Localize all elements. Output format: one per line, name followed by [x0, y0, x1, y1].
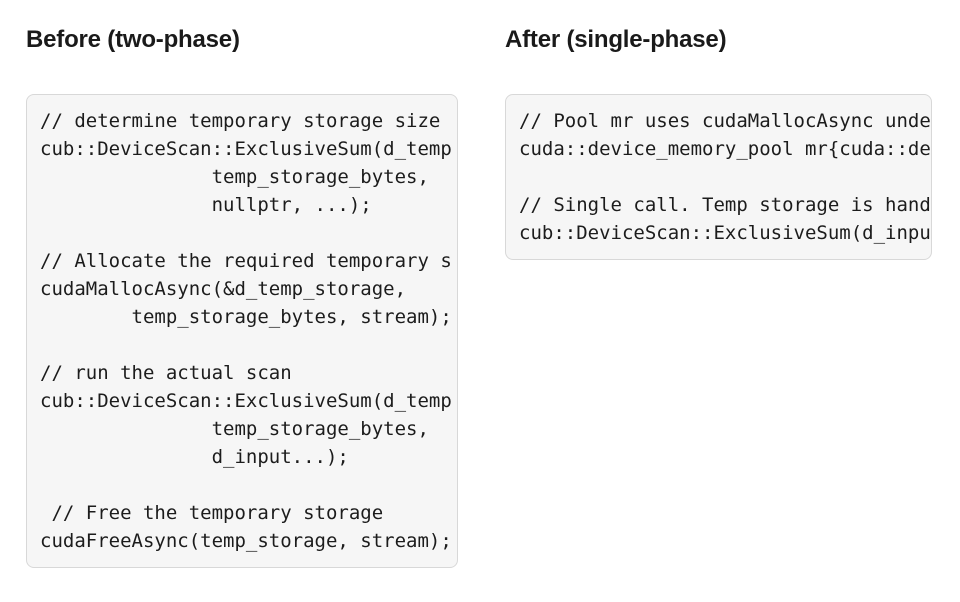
before-code-block: // determine temporary storage size cub:…: [26, 94, 458, 568]
code-comparison: Before (two-phase) // determine temporar…: [26, 26, 960, 568]
before-heading: Before (two-phase): [26, 26, 240, 53]
after-code-block: // Pool mr uses cudaMallocAsync unde cud…: [505, 94, 932, 260]
before-column: Before (two-phase) // determine temporar…: [26, 26, 458, 568]
after-heading: After (single-phase): [505, 26, 727, 53]
after-column: After (single-phase) // Pool mr uses cud…: [505, 26, 932, 260]
